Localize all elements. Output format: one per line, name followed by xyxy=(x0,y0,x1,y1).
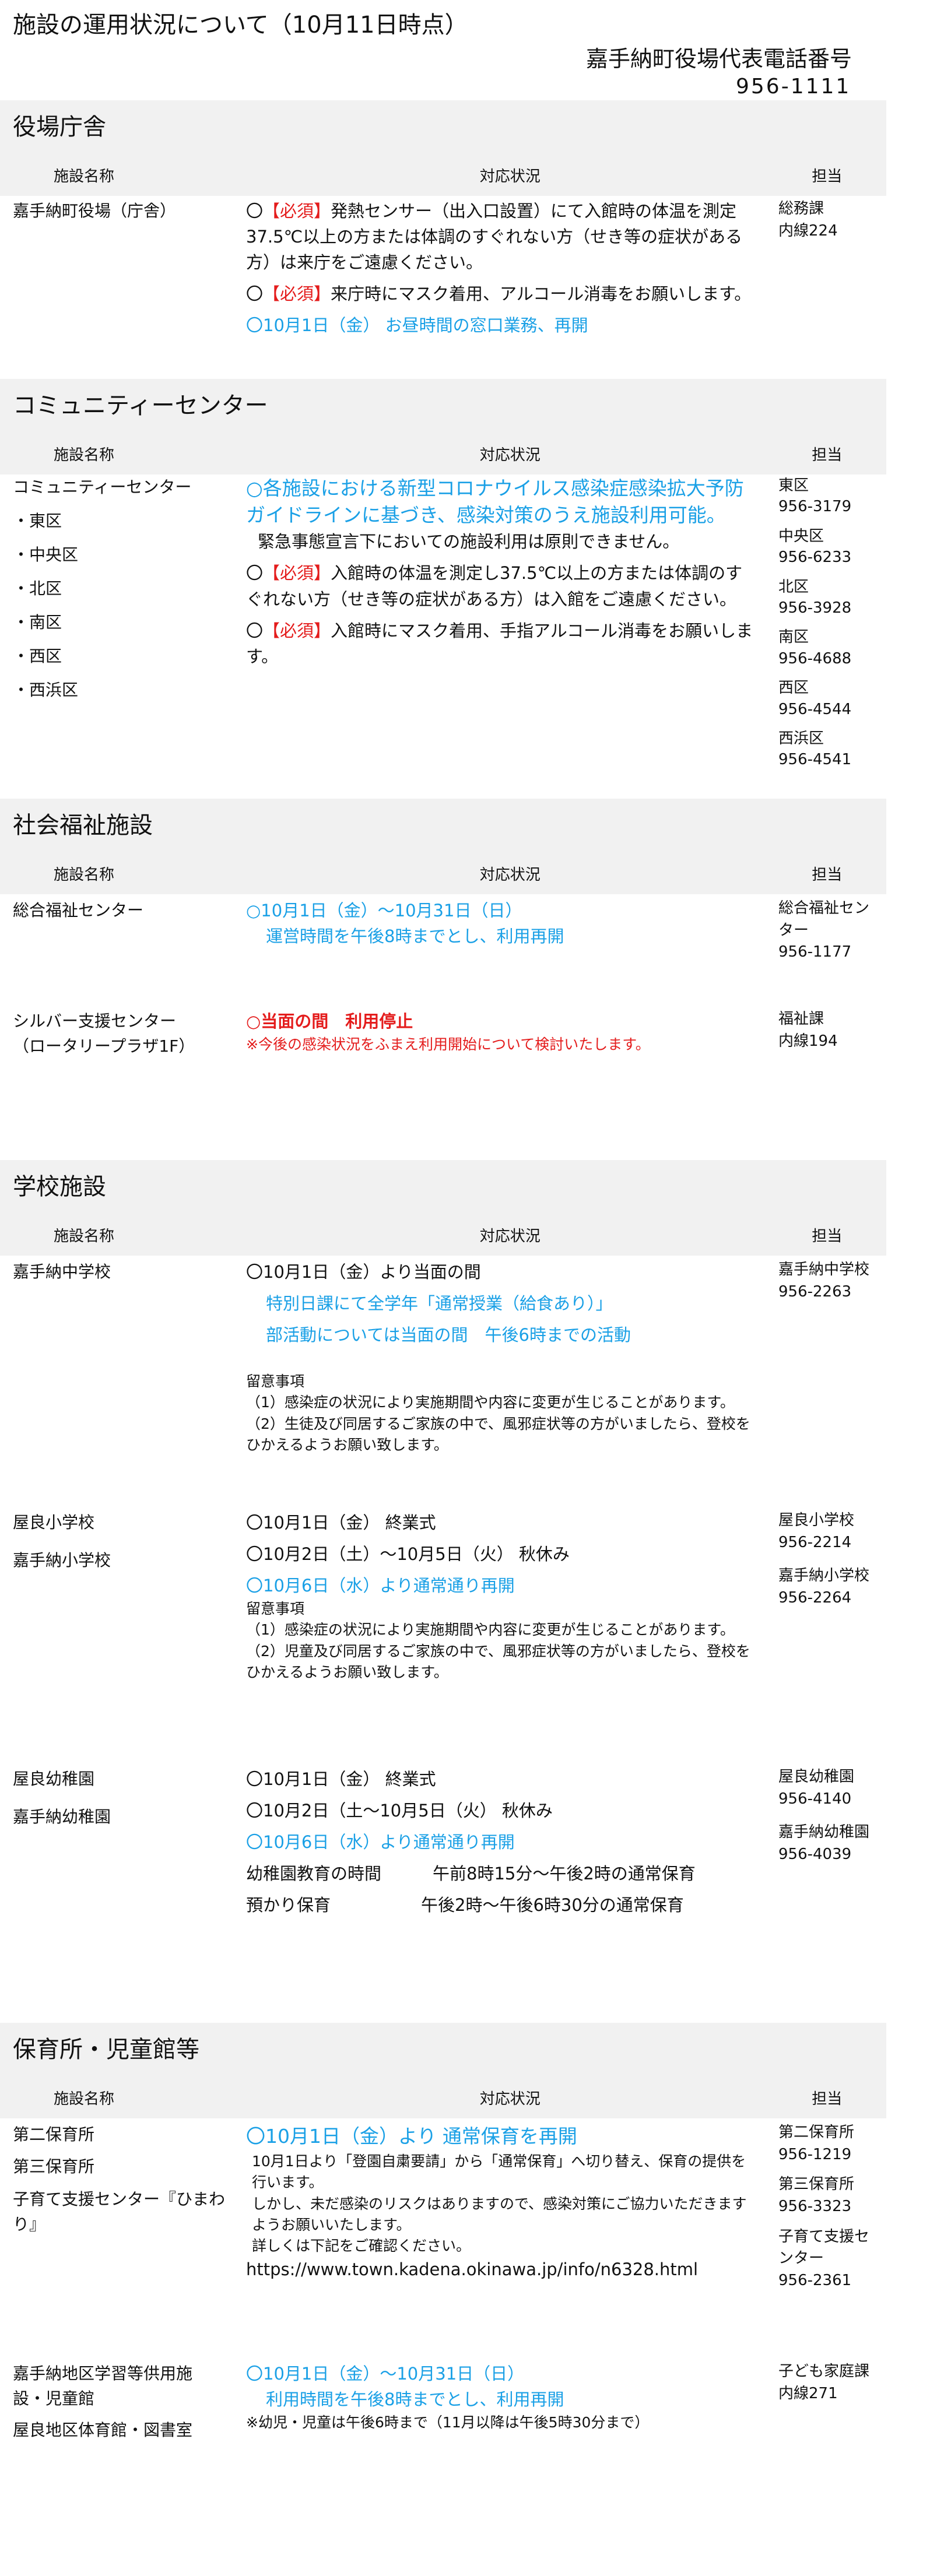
section-title: 社会福祉施設 xyxy=(13,812,153,839)
facility-name: 嘉手納地区学習等供用施設・児童館 屋良地区体育館・図書室 xyxy=(13,2364,193,2440)
facility-name: シルバー支援センター （ロータリープラザ1F） xyxy=(13,1011,195,1056)
page-title: 施設の運用状況について（10月11日時点） xyxy=(13,12,468,38)
status-text: ○当面の間 利用停止 ※今後の感染状況をふまえ利用開始について検討いたします。 xyxy=(246,1011,650,1053)
status-text: ○各施設における新型コロナウイルス感染症感染拡大予防ガイドラインに基づき、感染対… xyxy=(246,477,753,666)
section-header: 社会福祉施設 施設名称 対応状況 担当 xyxy=(0,799,886,894)
status-text: 〇10月1日（金） 終業式 〇10月2日（土～10月5日（火） 秋休み 〇10月… xyxy=(246,1769,696,1916)
column-facility: 施設名称 xyxy=(54,167,115,185)
section-header: 学校施設 施設名称 対応状況 担当 xyxy=(0,1160,886,1256)
section-title: 学校施設 xyxy=(13,1173,106,1200)
section-community-center: コミュニティーセンター 施設名称 対応状況 担当 xyxy=(0,379,886,475)
contact-info: 子ども家庭課内線271 xyxy=(778,2363,870,2402)
column-headers: 施設名称 対応状況 担当 xyxy=(54,866,843,884)
section-header: 役場庁舎 施設名称 対応状況 担当 xyxy=(0,100,886,196)
column-headers: 施設名称 対応状況 担当 xyxy=(54,446,843,464)
column-headers: 施設名称 対応状況 担当 xyxy=(54,1227,843,1245)
column-status: 対応状況 xyxy=(479,167,541,185)
contact-info: 福祉課内線194 xyxy=(778,1010,838,1050)
section-social-welfare: 社会福祉施設 施設名称 対応状況 担当 xyxy=(0,799,886,894)
section-header: 保育所・児童館等 施設名称 対応状況 担当 xyxy=(0,2023,886,2118)
status-text: 〇10月1日（金）～10月31日（日） 利用時間を午後8時までとし、利用再開 ※… xyxy=(246,2364,650,2431)
section-title: 役場庁舎 xyxy=(13,114,106,140)
section-header: コミュニティーセンター 施設名称 対応状況 担当 xyxy=(0,379,886,475)
facility-name: 嘉手納中学校 xyxy=(13,1262,111,1281)
section-nursery: 保育所・児童館等 施設名称 対応状況 担当 xyxy=(0,2023,886,2118)
facility-name: 嘉手納町役場（庁舎） xyxy=(13,201,177,220)
contact-info: 総務課内線224 xyxy=(778,200,838,240)
phone-number: 956-1111 xyxy=(736,75,851,99)
facility-name: 屋良幼稚園 嘉手納幼稚園 xyxy=(13,1769,111,1827)
status-text: ○10月1日（金）～10月31日（日） 運営時間を午後8時までとし、利用再開 xyxy=(246,901,564,947)
column-headers: 施設名称 対応状況 担当 xyxy=(13,154,873,196)
status-text: 〇10月1日（金）より 通常保育を再開 10月1日より「登園自粛要請」から「通常… xyxy=(246,2122,759,2288)
facility-name: 第二保育所 第三保育所 子育て支援センター『ひまわり』 xyxy=(13,2125,226,2234)
column-contact: 担当 xyxy=(812,167,843,185)
facility-name: 総合福祉センター xyxy=(13,901,144,920)
section-title: 保育所・児童館等 xyxy=(13,2036,199,2063)
status-text: 〇10月1日（金）より当面の間 特別日課にて全学年「通常授業（給食あり）」 部活… xyxy=(246,1262,750,1453)
section-town-hall: 役場庁舎 施設名称 対応状況 担当 xyxy=(0,100,886,196)
column-headers: 施設名称 対応状況 担当 xyxy=(54,2090,843,2108)
phone-label: 嘉手納町役場代表電話番号 xyxy=(586,46,852,72)
section-title: コミュニティーセンター xyxy=(13,392,268,419)
status-text: 〇【必須】発熱センサー（出入口設置）にて入館時の体温を測定37.5℃以上の方また… xyxy=(246,201,752,336)
info-link[interactable]: https://www.town.kadena.okinawa.jp/info/… xyxy=(246,2259,699,2280)
section-schools: 学校施設 施設名称 対応状況 担当 xyxy=(0,1160,886,1256)
facility-name: 屋良小学校 嘉手納小学校 xyxy=(13,1513,111,1570)
facility-name: コミュニティーセンター ・東区 ・中央区 ・北区 ・南区 ・西区 ・西浜区 xyxy=(13,477,192,700)
status-text: 〇10月1日（金） 終業式 〇10月2日（土）～10月5日（火） 秋休み 〇10… xyxy=(246,1513,750,1681)
